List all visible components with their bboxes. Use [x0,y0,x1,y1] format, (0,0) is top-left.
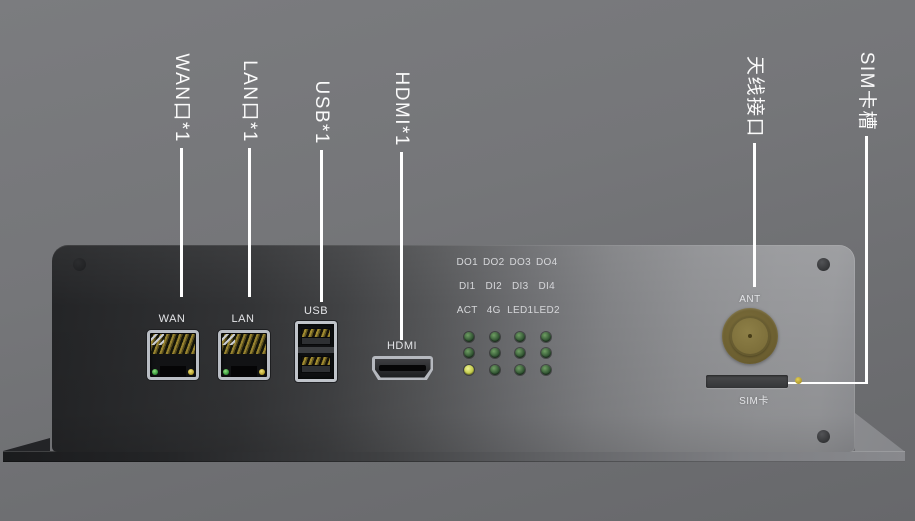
ant-connector-label: ANT [739,294,761,305]
device-front-panel [52,245,855,452]
led-indicator [515,365,525,375]
led-indicator [541,332,551,342]
mount-flange-base [3,451,905,462]
hdmi-port-label: HDMI [386,340,418,352]
led-indicator [464,332,474,342]
callout-label-hdmi: HDMI*1 [391,71,412,147]
indicator-label-do1: DO1 [456,257,478,268]
callout-label-wan: WAN口*1 [171,53,192,143]
callout-line-hdmi [400,152,403,340]
usb-tongue [302,366,330,372]
usb-contacts [302,357,330,365]
antenna-sma-pin [748,334,752,338]
callout-line-sim-horizontal [773,381,867,384]
indicator-label-di4: DI4 [538,281,555,292]
indicator-label-do4: DO4 [536,257,558,268]
callout-line-usb [320,150,323,302]
callout-line-antenna [753,143,756,287]
port-led-yellow [259,369,265,375]
usb-receptacle-top [301,328,331,345]
wan-ethernet-port [147,330,199,380]
led-indicator [515,348,525,358]
callout-label-lan: LAN口*1 [239,60,260,143]
rj45-notch [160,366,186,377]
callout-line-sim-vertical [865,136,868,384]
indicator-label-led1: LED1 [507,305,534,316]
usb-contacts [302,329,330,337]
callout-label-usb: USB*1 [311,80,332,145]
indicator-label-di3: DI3 [512,281,529,292]
led-indicator [464,348,474,358]
indicator-label-act: ACT [456,305,478,316]
sim-eject-pinhole [795,377,802,384]
rj45-notch [231,366,257,377]
indicator-label-di1: DI1 [459,281,476,292]
callout-label-sim: SIM卡槽 [856,51,877,131]
usb-port-label: USB [303,305,329,317]
usb-divider [298,347,334,353]
callout-label-antenna: 天线接口 [744,55,765,138]
indicator-label-do3: DO3 [509,257,531,268]
led-indicator [541,348,551,358]
indicator-row-do: DO1 DO2 DO3 DO4 [454,257,560,268]
rj45-highlight [222,334,235,345]
callout-line-wan [180,148,183,297]
indicator-label-di2: DI2 [485,281,502,292]
indicator-row-status: ACT 4G LED1 LED2 [454,305,560,316]
indicator-row-di: DI1 DI2 DI3 DI4 [454,281,560,292]
lan-port-label: LAN [231,313,255,325]
sim-card-slot [706,375,788,388]
usb-receptacle-bottom [301,356,331,373]
mount-flange-left [3,438,50,451]
led-indicator [490,348,500,358]
usb-port [295,321,337,382]
rj45-highlight [151,334,164,345]
screw-hole-bottom-right [817,430,830,443]
lan-ethernet-port [218,330,270,380]
wan-port-label: WAN [158,313,186,325]
led-indicator [490,365,500,375]
led-indicator [541,365,551,375]
callout-line-lan [248,148,251,297]
led-indicator [490,332,500,342]
usb-tongue [302,338,330,344]
hdmi-slot [379,365,426,371]
port-led-green [223,369,229,375]
port-led-yellow [188,369,194,375]
led-indicator-act-lit [464,365,474,375]
indicator-label-4g: 4G [486,305,501,316]
screw-hole-top-left [73,258,86,271]
indicator-label-do2: DO2 [483,257,505,268]
led-indicator [515,332,525,342]
port-led-green [152,369,158,375]
sim-slot-label: SIM卡 [739,396,769,407]
mount-flange-right [855,413,904,451]
indicator-label-led2: LED2 [533,305,560,316]
hdmi-port [372,356,433,380]
screw-hole-top-right [817,258,830,271]
